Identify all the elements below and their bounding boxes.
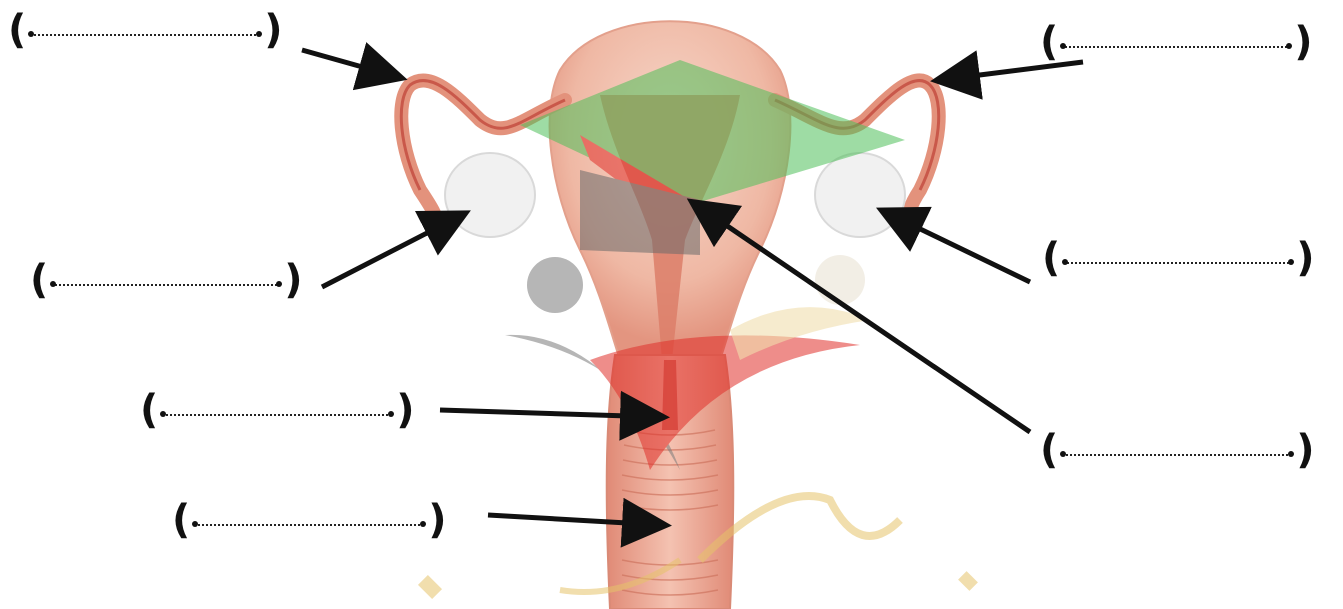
answer-blank[interactable] bbox=[1062, 46, 1290, 48]
answer-blank[interactable] bbox=[1062, 454, 1292, 456]
label-open-paren: ( bbox=[140, 390, 158, 430]
label-right-fallopian-tube: ( ) bbox=[1040, 22, 1313, 62]
right-ovary bbox=[815, 153, 905, 237]
label-open-paren: ( bbox=[172, 500, 190, 540]
answer-blank[interactable] bbox=[30, 34, 260, 36]
label-open-paren: ( bbox=[8, 10, 26, 50]
arrow-left-ovary bbox=[322, 215, 462, 287]
label-cervix: ( ) bbox=[140, 390, 415, 430]
answer-blank[interactable] bbox=[1064, 262, 1292, 264]
label-close-paren: ) bbox=[1296, 430, 1314, 470]
arrow-right-ovary bbox=[885, 212, 1030, 282]
label-open-paren: ( bbox=[1040, 22, 1058, 62]
label-left-fallopian-tube: ( ) bbox=[8, 10, 283, 50]
arrow-uterus bbox=[695, 204, 1030, 432]
label-close-paren: ) bbox=[396, 390, 414, 430]
left-ovary bbox=[445, 153, 535, 237]
label-close-paren: ) bbox=[1294, 22, 1312, 62]
arrow-left-tube bbox=[302, 50, 398, 77]
label-left-ovary: ( ) bbox=[30, 260, 303, 300]
answer-blank[interactable] bbox=[162, 414, 392, 416]
label-uterus: ( ) bbox=[1040, 430, 1315, 470]
answer-blank[interactable] bbox=[194, 524, 424, 526]
label-close-paren: ) bbox=[1296, 238, 1314, 278]
label-open-paren: ( bbox=[30, 260, 48, 300]
label-vagina: ( ) bbox=[172, 500, 447, 540]
label-close-paren: ) bbox=[428, 500, 446, 540]
label-open-paren: ( bbox=[1040, 430, 1058, 470]
label-open-paren: ( bbox=[1042, 238, 1060, 278]
label-close-paren: ) bbox=[264, 10, 282, 50]
arrow-right-tube bbox=[940, 62, 1083, 80]
label-right-ovary: ( ) bbox=[1042, 238, 1315, 278]
answer-blank[interactable] bbox=[52, 284, 280, 286]
label-close-paren: ) bbox=[284, 260, 302, 300]
